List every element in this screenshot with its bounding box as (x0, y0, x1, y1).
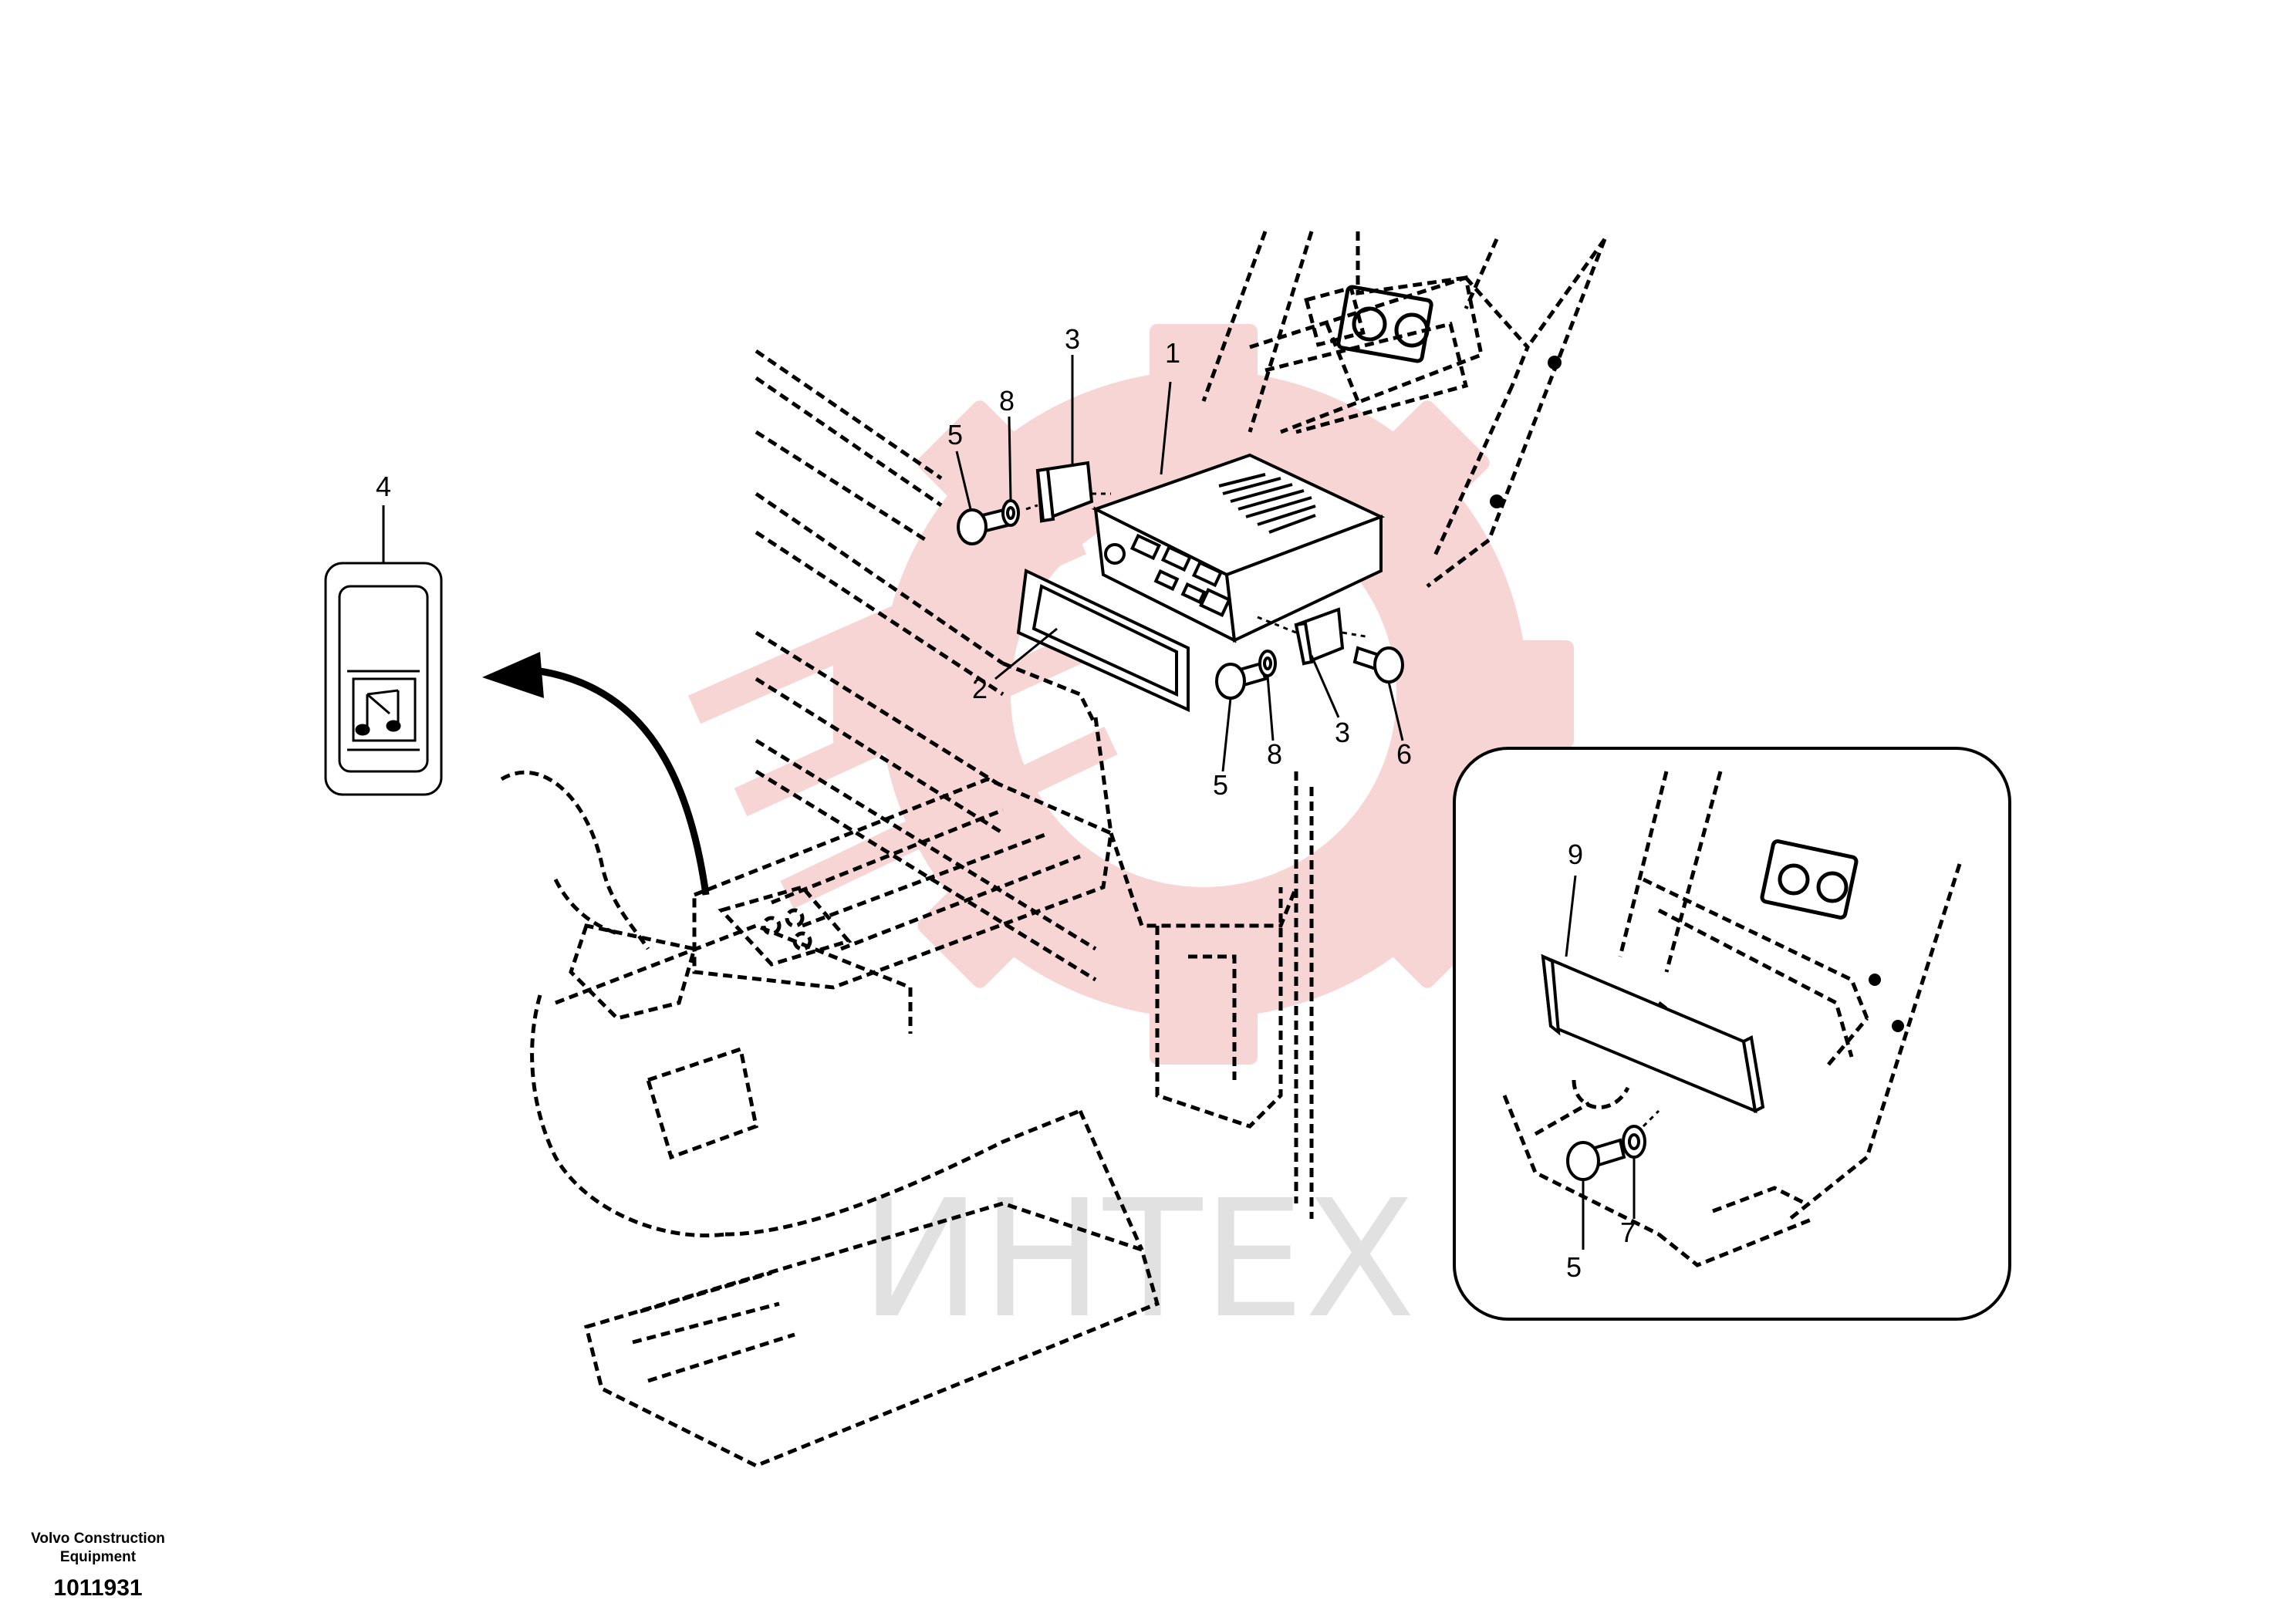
washer-inset (1622, 1125, 1646, 1159)
footer-company-line2: Equipment (60, 1549, 137, 1565)
callout-radio: 1 (1165, 337, 1180, 369)
inset-dash-guide (1642, 1109, 1660, 1128)
callout-screw-inset: 5 (1566, 1251, 1582, 1283)
radio-unit (1091, 453, 1386, 643)
callout-bracket-left: 3 (1065, 323, 1080, 355)
armrest-console (500, 717, 1314, 1468)
inset-pillar-outline (1760, 839, 1859, 920)
callout-screw-left: 5 (947, 419, 963, 451)
footer-drawing-number: 1011931 (53, 1575, 142, 1601)
arrow-icon (482, 652, 710, 896)
screw-mid (1215, 661, 1268, 700)
music-note-icon (355, 689, 401, 736)
switch-panel (324, 562, 443, 796)
dash-guide-lines (1025, 492, 1366, 638)
cab-pillar-outline (1336, 285, 1433, 363)
cover-plate (1541, 953, 1765, 1114)
callout-bracket-right: 3 (1335, 717, 1350, 748)
callout-switch: 4 (376, 471, 391, 502)
cab-frame-lines (755, 231, 1607, 982)
screw-inset (1566, 1138, 1626, 1181)
callout-washer-left: 8 (999, 385, 1015, 417)
watermark-gear (687, 324, 1574, 1065)
inset-bolt-heads (1869, 974, 1904, 1032)
mounting-frame (1016, 569, 1190, 713)
callout-washer-inset: 7 (1620, 1217, 1636, 1248)
cab-bolt-heads (1490, 356, 1562, 508)
footer-company-line1: Volvo Construction (31, 1531, 165, 1547)
callout-cover-plate: 9 (1568, 839, 1583, 870)
callout-screw-right: 6 (1396, 738, 1412, 770)
callout-screw-mid: 5 (1213, 769, 1228, 801)
callout-washer-mid: 8 (1267, 738, 1282, 770)
washer-left (1001, 499, 1020, 527)
bracket-right (1294, 607, 1345, 666)
inset-detail-box (1453, 747, 2011, 1321)
bracket-left (1035, 461, 1094, 523)
washer-mid (1258, 650, 1277, 677)
callout-frame: 2 (972, 673, 988, 704)
watermark-text: ИНТЕХ (860, 1165, 1416, 1354)
leader-lines (955, 355, 1636, 1250)
